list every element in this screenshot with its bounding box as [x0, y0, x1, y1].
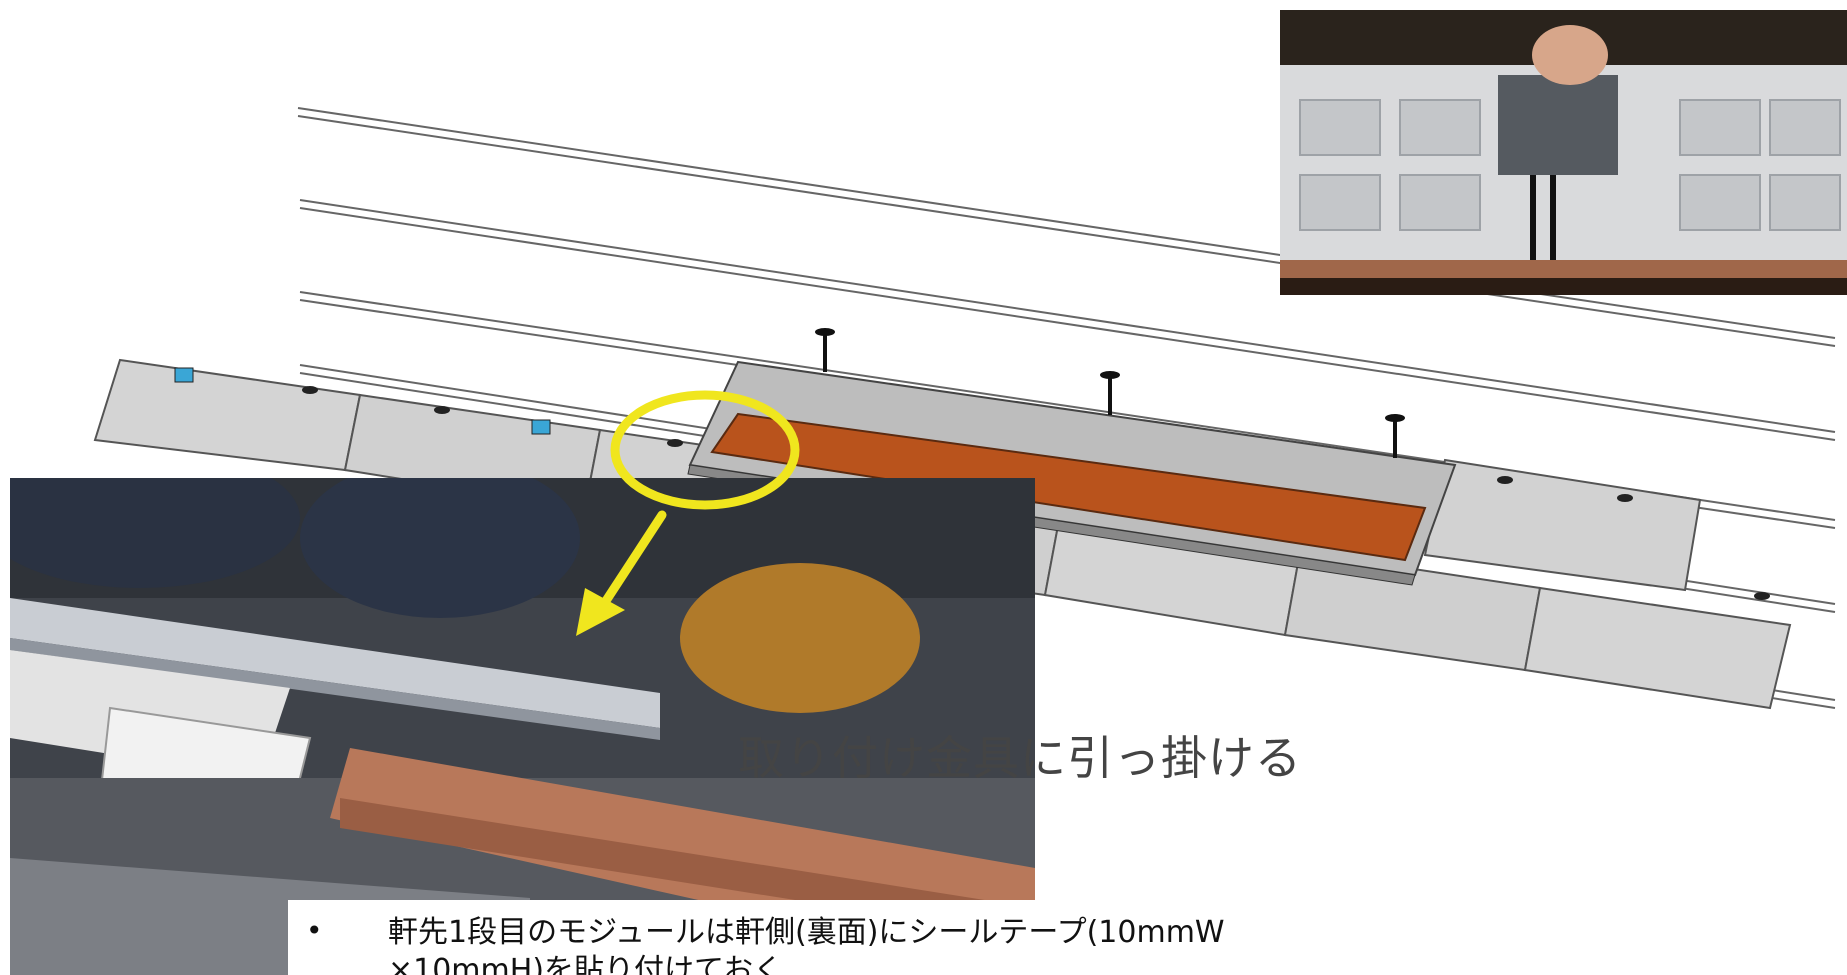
bracket-marker: [174, 367, 194, 383]
fastener: [434, 406, 450, 414]
bolts: [815, 328, 1405, 458]
caption-hook-on-bracket: 取り付け金具に引っ掛ける: [738, 731, 1302, 785]
photo-module-underside-image: [1280, 10, 1847, 295]
fastener: [1617, 494, 1633, 502]
bracket-marker: [531, 419, 551, 435]
rail-2: [299, 199, 1836, 441]
fastener: [1754, 592, 1770, 600]
fastener: [667, 439, 683, 447]
panel-fasteners: [174, 367, 1770, 600]
bullet: •: [306, 914, 323, 947]
fastener: [1497, 476, 1513, 484]
photo-module-underside: [1280, 10, 1847, 295]
highlight-circle: [610, 390, 800, 510]
bolt-icon: [1100, 371, 1120, 415]
installation-note: • 軒先1段目のモジュールは軒側(裏面)にシールテープ(10mmW ×10mmH…: [288, 900, 1388, 975]
seal-tape: [710, 412, 1427, 562]
bolt-icon: [815, 328, 835, 372]
arrow-down-left-icon: [576, 510, 667, 636]
bolt-icon: [1385, 414, 1405, 458]
rail-1: [297, 107, 1836, 347]
fastener: [302, 386, 318, 394]
note-text: 軒先1段目のモジュールは軒側(裏面)にシールテープ(10mmW ×10mmH)を…: [388, 915, 1225, 975]
panel-front-4: [1523, 586, 1792, 710]
